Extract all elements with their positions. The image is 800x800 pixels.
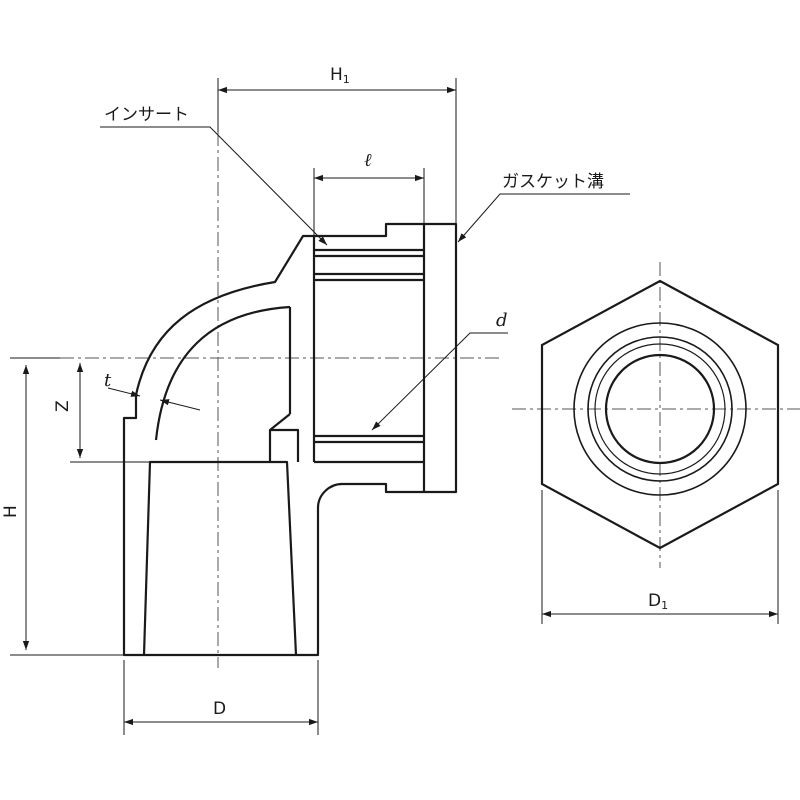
gasket-ring-outer: [573, 322, 747, 496]
inner-curve-outer: [154, 305, 291, 441]
insert-band-lower: [314, 434, 424, 464]
H1-label: H1: [330, 65, 350, 86]
Z-label: Z: [53, 400, 73, 412]
insert-band-upper: [314, 248, 424, 282]
centerlines: [10, 132, 800, 668]
extension-lines: [10, 78, 779, 735]
gasket-groove-leader: [457, 193, 630, 243]
gasket-ring-mid: [594, 343, 726, 475]
t-leader-2: [159, 399, 201, 411]
dimension-lines: [22, 86, 778, 726]
d-leader: [371, 332, 508, 431]
elbow-outer-outline: [122, 222, 458, 657]
insert-label: インサート: [104, 105, 189, 125]
ell-label: ℓ: [364, 150, 372, 171]
hex-outline: [540, 279, 780, 550]
thread-bore: [312, 236, 426, 462]
t-label: t: [104, 370, 112, 391]
socket-bore: [142, 460, 298, 656]
insert-leader: [100, 126, 328, 246]
D-label: D: [213, 699, 226, 719]
d-label: d: [496, 310, 508, 331]
leader-lines: [100, 126, 630, 431]
D1-label: D1: [648, 591, 668, 612]
hex-end-view: [540, 279, 780, 550]
inner-step: [268, 413, 300, 462]
gasket-ring-inner: [587, 336, 733, 482]
H-label: H: [1, 505, 21, 518]
t-leader-1: [107, 387, 141, 397]
bore-circle: [604, 353, 716, 465]
elbow-body: [122, 222, 458, 657]
gasket-groove-label: ガスケット溝: [502, 172, 604, 192]
labels: インサート ガスケット溝 H1 ℓ d t Z H D D1: [1, 65, 668, 719]
